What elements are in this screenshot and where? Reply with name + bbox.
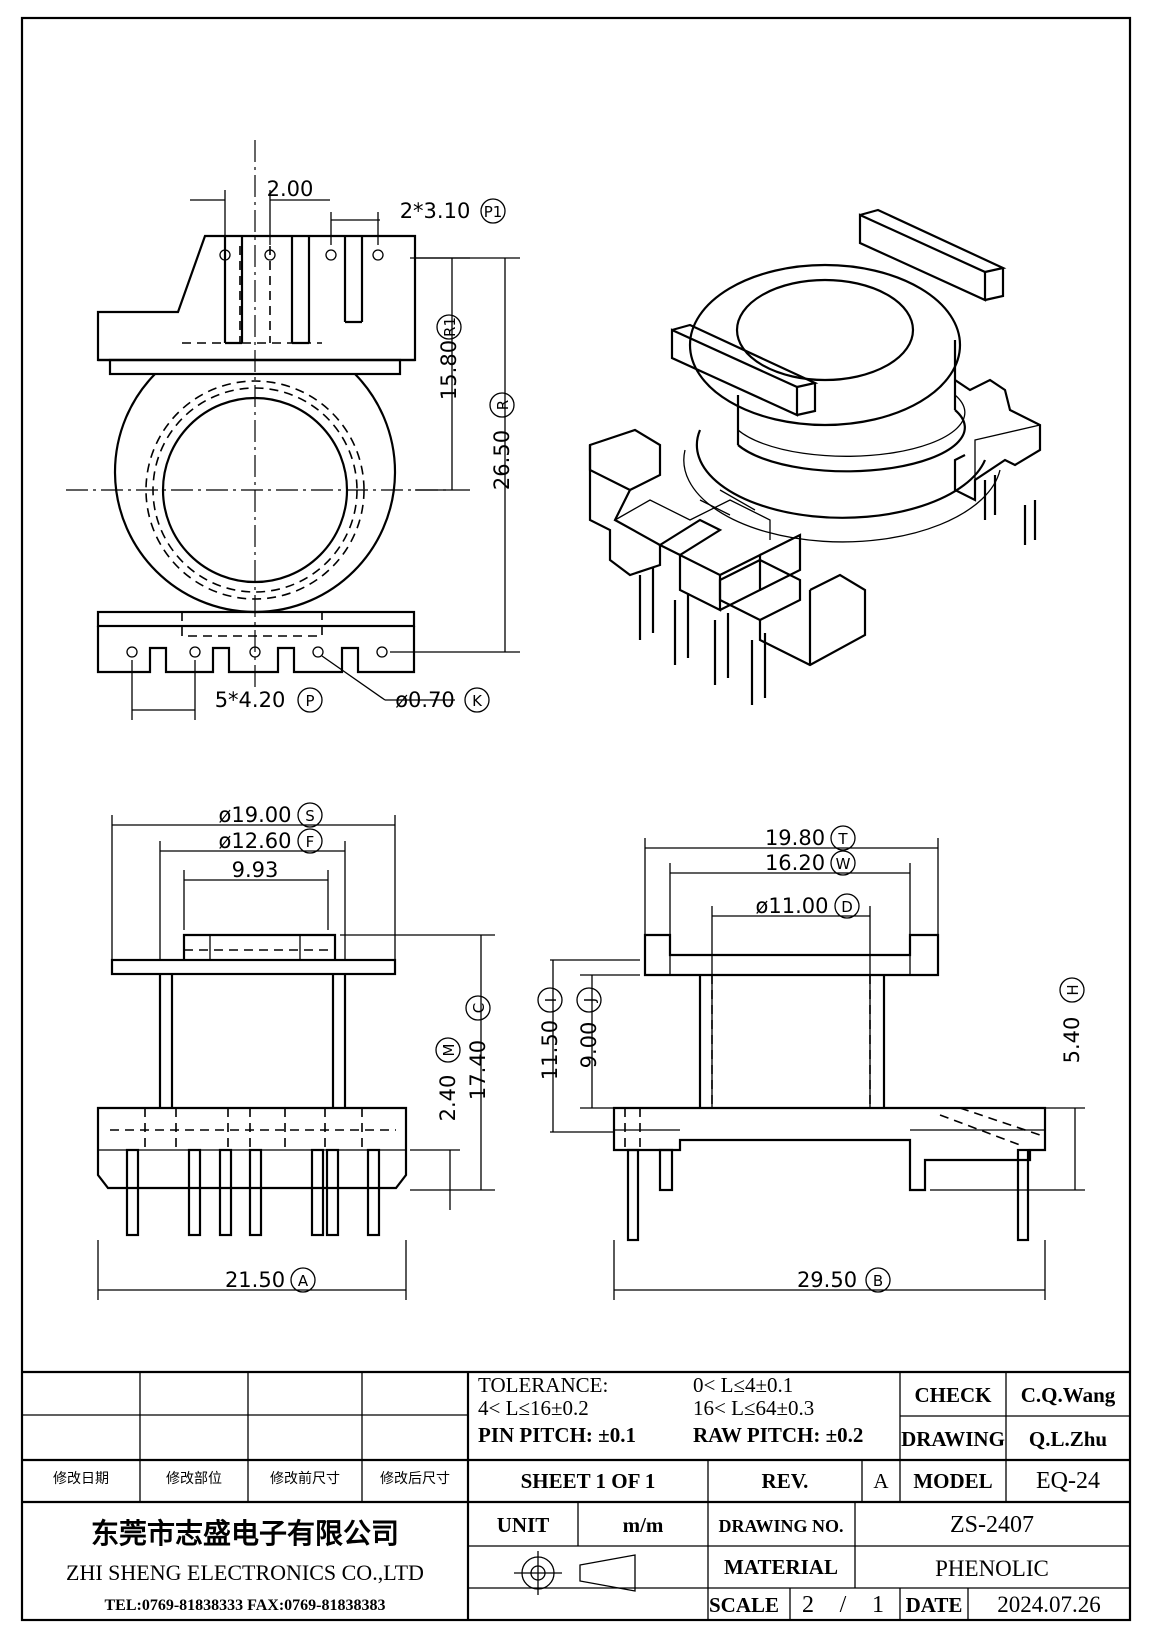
dim-label-i: I <box>542 998 560 1002</box>
dim-16-20: 16.20 <box>765 851 825 875</box>
dim-dia-0-70: ø0.70 <box>395 688 455 712</box>
dim-label-c: C <box>470 1003 488 1013</box>
dim-5x4-20: 5*4.20 <box>215 688 286 712</box>
model-value: EQ-24 <box>1036 1468 1100 1494</box>
dim-label-a: A <box>298 1272 309 1290</box>
dim-21-50: 21.50 <box>225 1268 285 1292</box>
dim-label-p1: P1 <box>484 203 503 221</box>
rev-header-before: 修改前尺寸 <box>270 1470 340 1487</box>
dim-label-m: M <box>440 1044 458 1057</box>
projection-symbol-icon <box>514 1551 636 1595</box>
dim-label-f: F <box>306 833 315 851</box>
dim-2-00: 2.00 <box>267 177 314 201</box>
company-name-cn: 东莞市志盛电子有限公司 <box>91 1517 399 1550</box>
drawing-no-value: ZS-2407 <box>950 1512 1034 1538</box>
dim-label-j: J <box>581 998 599 1003</box>
dim-label-t: T <box>837 830 848 848</box>
tolerance-row2a: 4< L≤16±0.2 <box>478 1396 589 1420</box>
drawing-by-label: DRAWING <box>901 1427 1005 1451</box>
side-view-left <box>96 815 495 1300</box>
drawing-no-label: DRAWING NO. <box>718 1516 843 1536</box>
title-block-grid <box>22 1370 1130 1620</box>
scale-numerator: 2 <box>802 1592 814 1618</box>
dim-label-r: R <box>494 400 512 410</box>
dim-19-80: 19.80 <box>765 826 825 850</box>
isometric-view <box>588 208 1042 705</box>
dim-11-50: 11.50 <box>538 1020 562 1080</box>
material-value: PHENOLIC <box>935 1556 1049 1581</box>
dim-label-s: S <box>305 807 315 825</box>
material-label: MATERIAL <box>724 1555 838 1579</box>
dim-9-93: 9.93 <box>232 858 279 882</box>
check-label: CHECK <box>914 1383 992 1407</box>
tolerance-row1: 0< L≤4±0.1 <box>693 1373 793 1397</box>
scale-denominator: 1 <box>872 1592 884 1618</box>
tolerance-title: TOLERANCE: <box>478 1373 608 1397</box>
tolerance-pin-pitch: PIN PITCH: ±0.1 <box>478 1423 636 1447</box>
dim-label-r1: R1 <box>441 317 459 337</box>
date-label: DATE <box>906 1593 963 1617</box>
front-view <box>66 140 520 720</box>
dim-17-40: 17.40 <box>466 1040 490 1100</box>
date-value: 2024.07.26 <box>997 1592 1101 1617</box>
dim-dia-11-00: ø11.00 <box>756 894 829 918</box>
tolerance-row2b: 16< L≤64±0.3 <box>693 1396 814 1420</box>
scale-label: SCALE <box>709 1593 779 1617</box>
rev-label: REV. <box>762 1469 809 1493</box>
dim-label-b: B <box>873 1272 883 1290</box>
dim-2x3-10: 2*3.10 <box>400 199 471 223</box>
scale-separator: / <box>840 1592 847 1618</box>
drawing-by-value: Q.L.Zhu <box>1029 1427 1108 1451</box>
rev-header-after: 修改后尺寸 <box>380 1471 450 1487</box>
model-label: MODEL <box>913 1469 992 1493</box>
dim-label-h: H <box>1064 984 1082 995</box>
dim-9-00: 9.00 <box>577 1022 601 1069</box>
company-contact: TEL:0769-81838333 FAX:0769-81838383 <box>104 1597 385 1614</box>
rev-value: A <box>873 1469 889 1493</box>
dim-label-p: P <box>305 692 314 710</box>
dim-5-40: 5.40 <box>1060 1017 1084 1064</box>
sheet-border <box>20 16 1132 1622</box>
side-view-right <box>550 838 1085 1300</box>
unit-label: UNIT <box>497 1513 550 1537</box>
dim-15-80: 15.80 <box>437 340 461 400</box>
dim-dia-12-60: ø12.60 <box>219 829 292 853</box>
rev-header-part: 修改部位 <box>166 1471 222 1487</box>
tolerance-raw-pitch: RAW PITCH: ±0.2 <box>693 1423 863 1447</box>
dim-2-40: 2.40 <box>436 1075 460 1122</box>
company-name-en: ZHI SHENG ELECTRONICS CO.,LTD <box>66 1560 424 1585</box>
dim-29-50: 29.50 <box>797 1268 857 1292</box>
dim-label-w: W <box>836 855 851 873</box>
unit-value: m/m <box>623 1513 664 1537</box>
dim-label-k: K <box>472 692 483 710</box>
dim-dia-19-00: ø19.00 <box>219 803 292 827</box>
dim-label-d: D <box>841 898 853 916</box>
dim-26-50: 26.50 <box>490 430 514 490</box>
check-value: C.Q.Wang <box>1021 1383 1116 1407</box>
rev-header-date: 修改日期 <box>53 1471 109 1487</box>
sheet-count: SHEET 1 OF 1 <box>521 1469 656 1493</box>
